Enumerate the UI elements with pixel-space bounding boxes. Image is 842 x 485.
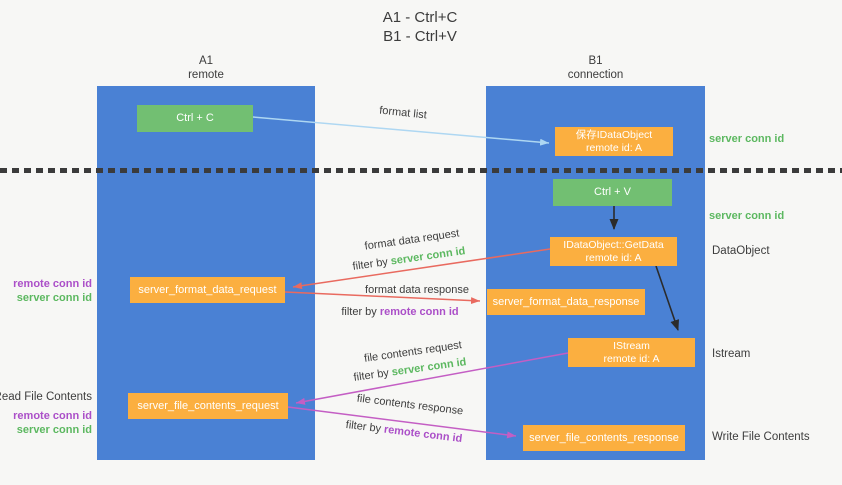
label-write-file-contents: Write File Contents [712,431,810,443]
node-istream-line2: remote id: A [603,352,660,365]
filter-by-text: filter by [345,418,382,436]
lane-a1-header: A1 remote [97,54,315,82]
label-conn-ids-file: remote conn id server conn id [13,409,92,437]
lane-a1-name: A1 [198,55,214,67]
label-file-contents-response: file contents response [356,392,464,418]
label-dataobject: DataObject [712,245,770,257]
remote-conn-id-text: remote conn id [383,423,463,446]
phase-divider-dotted-line [0,168,842,173]
diagram-title: A1 - Ctrl+C B1 - Ctrl+V [300,8,540,46]
label-server-conn-id-2: server conn id [16,424,92,436]
node-istream: IStream remote id: A [568,338,695,367]
label-read-file-contents: Read File Contents [0,391,92,403]
title-line-1: A1 - Ctrl+C [382,9,458,26]
lane-b1-name: B1 [588,55,603,67]
title-line-2: B1 - Ctrl+V [383,28,457,45]
filter-by-text: filter by [341,306,377,318]
node-save-idataobject: 保存IDataObject remote id: A [555,127,673,156]
lane-b1-subtitle: connection [567,69,624,81]
node-server-file-contents-request: server_file_contents_request [128,393,288,419]
label-istream: Istream [712,348,751,360]
label-remote-conn-id-1: remote conn id [13,278,92,290]
node-getdata-line2: remote id: A [585,251,642,264]
node-save-idataobject-line2: remote id: A [585,141,643,154]
label-server-conn-id-top: server conn id [709,133,785,145]
label-format-list: format list [378,104,428,122]
node-save-idataobject-line1: 保存IDataObject [575,129,653,141]
node-server-file-contents-response-label: server_file_contents_response [529,431,679,444]
node-ctrl-c-label: Ctrl + C [176,112,214,124]
label-remote-conn-id-2: remote conn id [13,410,92,422]
node-getdata-line1: IDataObject::GetData [563,239,664,251]
node-istream-line1: IStream [613,340,650,352]
label-format-data-response: format data response [365,284,469,296]
node-server-format-data-response: server_format_data_response [487,289,645,315]
node-server-format-data-response-label: server_format_data_response [492,295,640,308]
server-conn-id-text: server conn id [389,245,467,268]
node-server-format-data-request: server_format_data_request [130,277,285,303]
label-server-conn-id-mid: server conn id [709,210,785,222]
node-server-file-contents-request-label: server_file_contents_request [137,399,279,412]
lane-a1-subtitle: remote [188,69,224,81]
node-ctrl-c: Ctrl + C [137,105,253,132]
node-ctrl-v: Ctrl + V [553,179,672,206]
label-server-conn-id-1: server conn id [16,292,92,304]
label-conn-ids-format: remote conn id server conn id [13,277,92,305]
node-idataobject-getdata: IDataObject::GetData remote id: A [550,237,677,266]
node-server-file-contents-response: server_file_contents_response [523,425,685,451]
node-server-format-data-request-label: server_format_data_request [138,283,277,296]
filter-by-text: filter by [351,256,389,273]
lane-b1-header: B1 connection [486,54,705,82]
remote-conn-id-text: remote conn id [379,306,459,318]
node-ctrl-v-label: Ctrl + V [594,186,631,198]
filter-by-text: filter by [352,367,390,384]
